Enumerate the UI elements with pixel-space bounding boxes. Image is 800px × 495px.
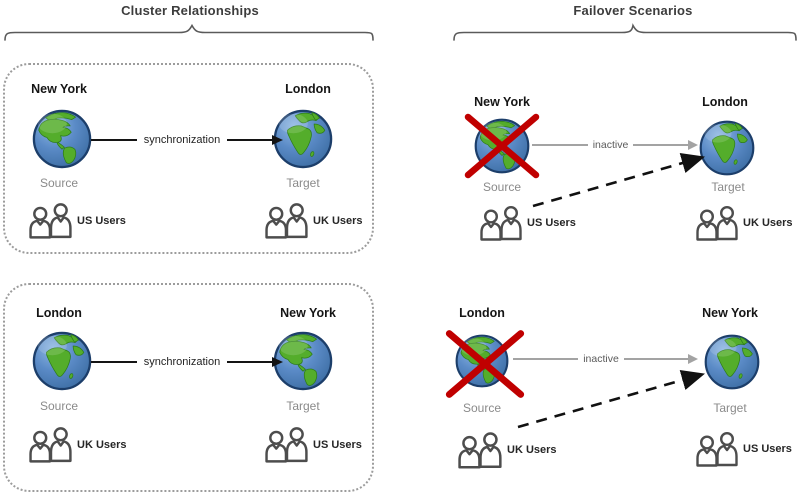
arrow-line bbox=[633, 144, 690, 146]
arrow-line bbox=[623, 358, 690, 360]
source-city-label: New York bbox=[31, 82, 87, 96]
target-role-label: Target bbox=[286, 176, 320, 190]
target-role-label: Target bbox=[713, 401, 747, 415]
source-role-label: Source bbox=[482, 180, 522, 194]
arrow-line bbox=[91, 360, 137, 364]
users-icon bbox=[696, 429, 740, 469]
source-city-label: New York bbox=[474, 95, 530, 109]
failover-dashed-arrow bbox=[532, 153, 705, 208]
arrow-line bbox=[227, 138, 273, 142]
failover-brace bbox=[453, 23, 797, 41]
cluster-brace bbox=[4, 23, 374, 41]
target-users-label: US Users bbox=[313, 438, 362, 451]
source-globe-icon bbox=[31, 330, 93, 392]
users-icon bbox=[265, 424, 310, 465]
target-city-label: London bbox=[702, 95, 748, 109]
source-role-label: Source bbox=[462, 401, 502, 415]
failover-section-title: Failover Scenarios bbox=[573, 3, 693, 18]
target-globe-icon bbox=[703, 333, 761, 391]
users-icon bbox=[696, 203, 740, 243]
source-users-label: UK Users bbox=[77, 438, 127, 451]
target-users-label: UK Users bbox=[313, 214, 363, 227]
target-city-label: New York bbox=[280, 306, 336, 320]
source-users-label: US Users bbox=[527, 217, 576, 229]
source-role-label: Source bbox=[39, 399, 79, 413]
users-icon bbox=[480, 203, 524, 243]
source-users-group: UK Users bbox=[29, 424, 127, 465]
source-globe-icon bbox=[31, 108, 93, 170]
inactive-arrow: inactive bbox=[513, 352, 699, 366]
sync-arrow: synchronization bbox=[91, 354, 283, 370]
inactive-arrow-label: inactive bbox=[583, 353, 619, 365]
inactive-arrow: inactive bbox=[532, 138, 699, 152]
panel-cluster-london-ny: London New York synchronization Source T… bbox=[3, 283, 374, 492]
arrow-line bbox=[513, 358, 579, 360]
target-users-group: UK Users bbox=[265, 200, 363, 241]
users-icon bbox=[458, 429, 504, 471]
panel-failover-ny-london: New York London inactive Source Target bbox=[420, 63, 798, 254]
source-city-label: London bbox=[36, 306, 82, 320]
source-globe-icon bbox=[454, 333, 510, 389]
target-role-label: Target bbox=[711, 180, 745, 194]
cluster-section-title: Cluster Relationships bbox=[121, 3, 259, 18]
target-city-label: London bbox=[285, 82, 331, 96]
source-users-group: US Users bbox=[480, 203, 576, 243]
arrowhead-icon bbox=[272, 135, 283, 145]
target-users-label: US Users bbox=[743, 443, 792, 455]
source-city-label: London bbox=[459, 306, 505, 320]
arrow-line bbox=[227, 360, 273, 364]
users-icon bbox=[29, 424, 74, 465]
sync-arrow-label: synchronization bbox=[143, 356, 221, 368]
arrowhead-icon bbox=[688, 140, 699, 150]
failover-dashed-arrow bbox=[517, 370, 705, 429]
users-icon bbox=[265, 200, 310, 241]
sync-arrow: synchronization bbox=[91, 132, 283, 148]
arrow-line bbox=[91, 138, 137, 142]
target-users-label: UK Users bbox=[743, 217, 793, 229]
panel-cluster-ny-london: New York London synchronization Source T… bbox=[3, 63, 374, 254]
source-role-label: Source bbox=[39, 176, 79, 190]
source-users-group: UK Users bbox=[458, 429, 557, 471]
inactive-arrow-label: inactive bbox=[592, 139, 629, 151]
panel-failover-london-ny: London New York inactive Source Target bbox=[420, 283, 798, 493]
source-globe-icon bbox=[473, 117, 531, 175]
target-city-label: New York bbox=[702, 306, 758, 320]
target-users-group: UK Users bbox=[696, 203, 793, 243]
target-users-group: US Users bbox=[265, 424, 362, 465]
users-icon bbox=[29, 200, 74, 241]
source-users-group: US Users bbox=[29, 200, 126, 241]
arrow-line bbox=[532, 144, 588, 146]
target-users-group: US Users bbox=[696, 429, 792, 469]
arrowhead-icon bbox=[688, 354, 699, 364]
arrowhead-icon bbox=[272, 357, 283, 367]
target-role-label: Target bbox=[286, 399, 320, 413]
source-users-label: UK Users bbox=[507, 444, 557, 456]
sync-arrow-label: synchronization bbox=[143, 134, 221, 146]
source-users-label: US Users bbox=[77, 214, 126, 227]
